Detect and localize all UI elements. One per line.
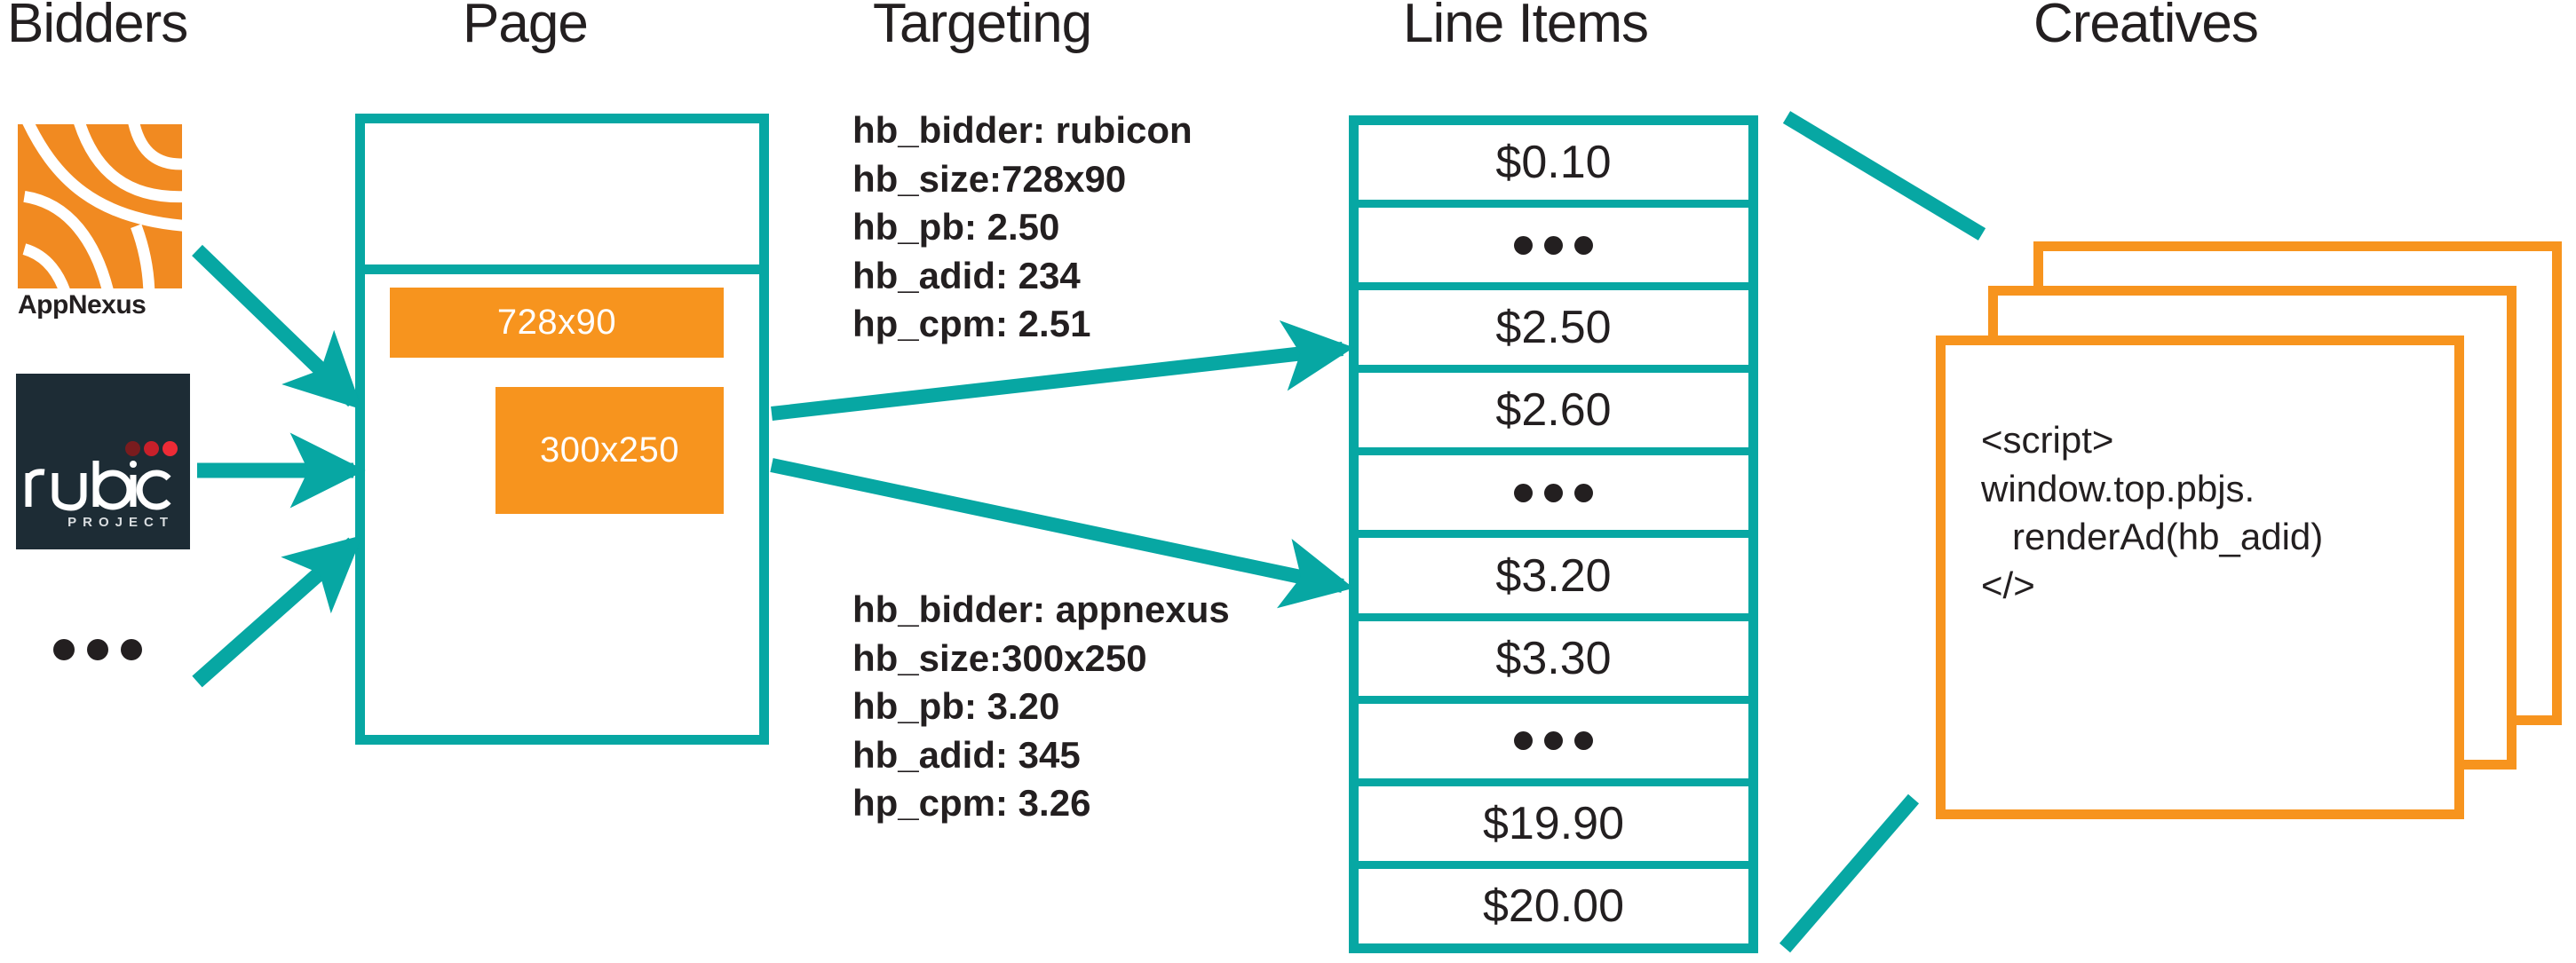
line-item-ellipsis xyxy=(1514,483,1593,502)
line-item-row[interactable]: $3.30 xyxy=(1359,620,1748,696)
targeting-line: hp_cpm: 3.26 xyxy=(852,782,1091,825)
ad-slot-300x250[interactable]: 300x250 xyxy=(495,387,724,514)
ad-slot-728x90-label: 728x90 xyxy=(496,303,617,342)
line-item-ellipsis xyxy=(1514,731,1593,751)
line-item-value: $3.20 xyxy=(1495,549,1612,602)
targeting-line: hb_pb: 3.20 xyxy=(852,685,1060,728)
targeting-block-rubicon: hb_bidder: rubicon hb_size:728x90 hb_pb:… xyxy=(852,107,1193,349)
appnexus-label: AppNexus xyxy=(18,290,147,320)
creative-code-snippet: <script> window.top.pbjs. renderAd(hb_ad… xyxy=(1981,419,2324,606)
connector-line-items-to-creatives-top xyxy=(1782,111,1986,241)
connector-line-items-to-creatives-bottom xyxy=(1779,793,1920,953)
ad-slot-300x250-label: 300x250 xyxy=(540,430,679,470)
arrow-appnexus-to-page xyxy=(192,244,362,410)
column-heading-creatives: Creatives xyxy=(2033,0,2259,54)
line-item-value: $2.60 xyxy=(1495,384,1612,437)
line-item-row[interactable]: $3.20 xyxy=(1359,538,1748,613)
arrow-page-to-line-item-320 xyxy=(770,458,1354,609)
arrow-more-bidders-to-page xyxy=(192,534,363,688)
line-item-value: $3.30 xyxy=(1495,632,1612,684)
line-item-row[interactable] xyxy=(1359,455,1748,531)
line-item-value: $20.00 xyxy=(1482,880,1625,932)
column-heading-page: Page xyxy=(463,0,589,54)
targeting-line: hb_size:300x250 xyxy=(852,636,1147,679)
rubicon-project-logo-icon: PROJECT xyxy=(16,374,190,549)
line-item-row[interactable]: $2.50 xyxy=(1359,290,1748,366)
targeting-line: hb_adid: 345 xyxy=(852,733,1081,776)
column-heading-bidders: Bidders xyxy=(7,0,188,54)
line-item-value: $2.50 xyxy=(1495,302,1612,354)
targeting-line: hb_adid: 234 xyxy=(852,254,1081,296)
column-heading-targeting: Targeting xyxy=(873,0,1092,54)
line-item-row[interactable] xyxy=(1359,208,1748,283)
line-item-value: $19.90 xyxy=(1482,797,1625,849)
ad-slot-728x90[interactable]: 728x90 xyxy=(390,288,724,358)
line-item-ellipsis xyxy=(1514,235,1593,255)
targeting-line: hb_size:728x90 xyxy=(852,157,1127,200)
bidder-rubicon[interactable]: PROJECT xyxy=(16,374,190,549)
line-item-row[interactable] xyxy=(1359,703,1748,778)
line-item-value: $0.10 xyxy=(1495,137,1612,189)
targeting-line: hb_bidder: rubicon xyxy=(852,109,1193,151)
creative-card-front[interactable]: <script> window.top.pbjs. renderAd(hb_ad… xyxy=(1936,335,2464,819)
line-item-row[interactable]: $19.90 xyxy=(1359,785,1748,861)
appnexus-logo-icon xyxy=(18,124,182,288)
targeting-line: hb_bidder: appnexus xyxy=(852,588,1230,630)
targeting-line: hp_cpm: 2.51 xyxy=(852,303,1091,345)
page-header-divider xyxy=(355,264,769,274)
line-item-row[interactable]: $0.10 xyxy=(1359,125,1748,201)
arrow-page-to-line-item-250 xyxy=(771,320,1354,421)
line-item-row[interactable]: $20.00 xyxy=(1359,868,1748,943)
rubicon-dots-icon xyxy=(122,441,178,461)
bidder-appnexus[interactable]: AppNexus xyxy=(18,124,182,319)
targeting-line: hb_pb: 2.50 xyxy=(852,206,1060,249)
bidders-more-indicator xyxy=(53,639,142,660)
rubicon-project-label: PROJECT xyxy=(67,515,174,530)
column-heading-line-items: Line Items xyxy=(1403,0,1649,54)
line-items-box: $0.10 $2.50 $2.60 $3.20 $3.30 $19.90 $20… xyxy=(1349,115,1758,953)
targeting-block-appnexus: hb_bidder: appnexus hb_size:300x250 hb_p… xyxy=(852,586,1230,828)
line-item-row[interactable]: $2.60 xyxy=(1359,373,1748,448)
rubicon-wordmark xyxy=(21,459,185,512)
